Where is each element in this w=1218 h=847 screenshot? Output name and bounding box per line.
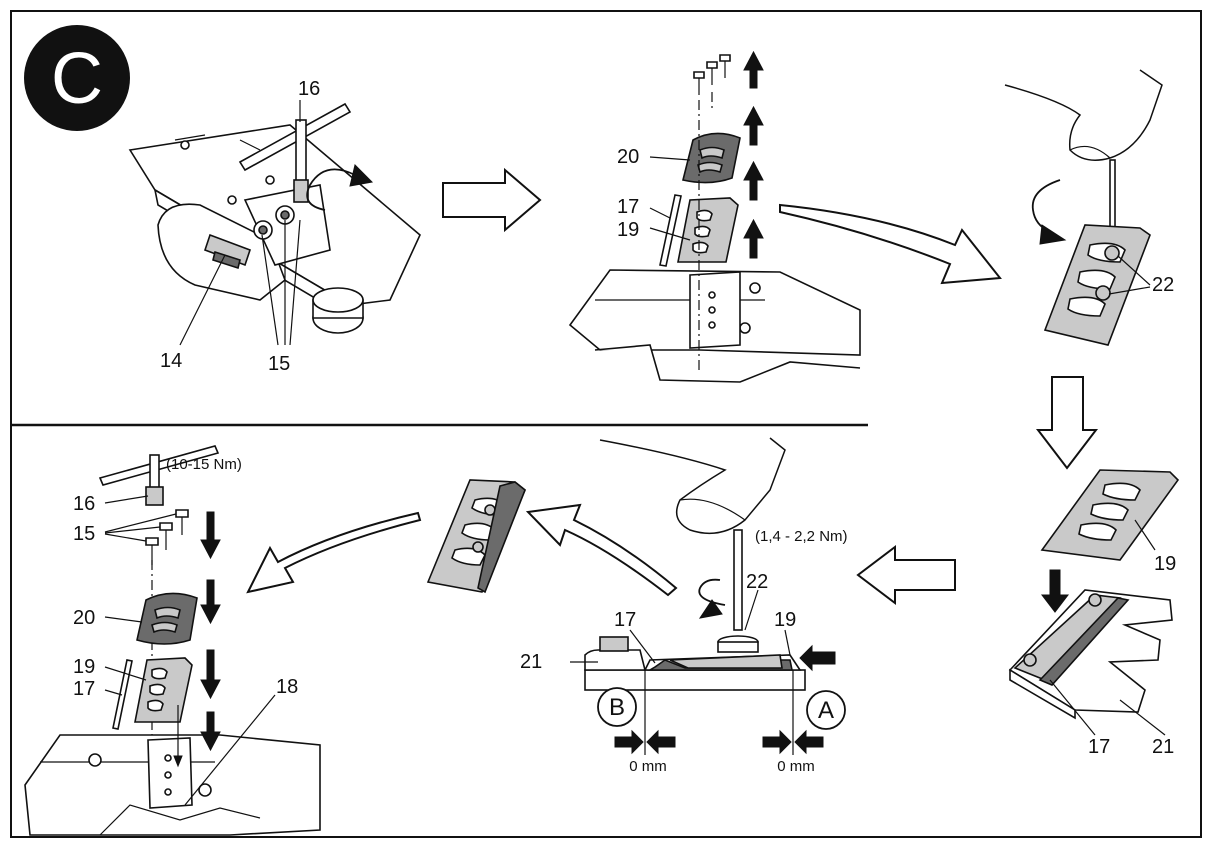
flow-arrow-1 (442, 167, 542, 233)
panel-7-reassemble: (10-15 Nm) 16 15 20 19 17 (24, 445, 321, 836)
label-20-bottom: 20 (73, 607, 95, 629)
label-21-bottom: 21 (520, 651, 542, 673)
letter-b: B (609, 694, 625, 721)
label-21-right: 21 (1152, 736, 1174, 758)
reference-point-a (806, 690, 846, 730)
bolts-removed (693, 54, 731, 95)
label-19-bottom: 19 (774, 609, 796, 631)
label-22-bottom: 22 (746, 571, 768, 593)
label-20-top: 20 (617, 146, 639, 168)
gap-left: 0 mm (629, 758, 667, 775)
label-17-bottom: 17 (614, 609, 636, 631)
label-19-right: 19 (1154, 553, 1176, 575)
label-19-left: 19 (73, 656, 95, 678)
flow-arrow-2 (779, 203, 1002, 285)
panel-6-assembled-plate (426, 479, 526, 594)
label-15-bottom: 15 (73, 523, 95, 545)
label-19-top: 19 (617, 219, 639, 241)
label-17-top: 17 (617, 196, 639, 218)
panel-1-loosen-bolts: 16 14 15 (128, 78, 421, 375)
panel-3-unscrew: 22 (1004, 69, 1174, 346)
letter-a: A (818, 697, 834, 724)
label-18: 18 (276, 676, 298, 698)
label-14: 14 (160, 350, 182, 372)
step-badge-letter: C (51, 39, 103, 119)
step-badge: C (24, 25, 130, 131)
panel-2-remove-parts: 20 17 19 (568, 50, 861, 383)
panel-5-set-blade: (1,4 - 2,2 Nm) 22 17 19 21 B A (520, 437, 848, 775)
flow-arrow-6 (246, 511, 422, 594)
label-16-bottom: 16 (73, 493, 95, 515)
label-17-right: 17 (1088, 736, 1110, 758)
label-15-top: 15 (268, 353, 290, 375)
torque-screws: (1,4 - 2,2 Nm) (755, 528, 848, 545)
label-22-top: 22 (1152, 274, 1174, 296)
gap-right: 0 mm (777, 758, 815, 775)
panel-4-gauge: 19 17 21 (1008, 469, 1180, 758)
torque-bolts: (10-15 Nm) (166, 456, 242, 473)
label-16-top: 16 (298, 78, 320, 100)
label-17-left: 17 (73, 678, 95, 700)
flow-arrow-3 (1035, 376, 1099, 470)
flow-arrow-5 (525, 503, 678, 597)
reference-point-b (597, 687, 637, 727)
flow-arrow-4 (856, 544, 956, 606)
